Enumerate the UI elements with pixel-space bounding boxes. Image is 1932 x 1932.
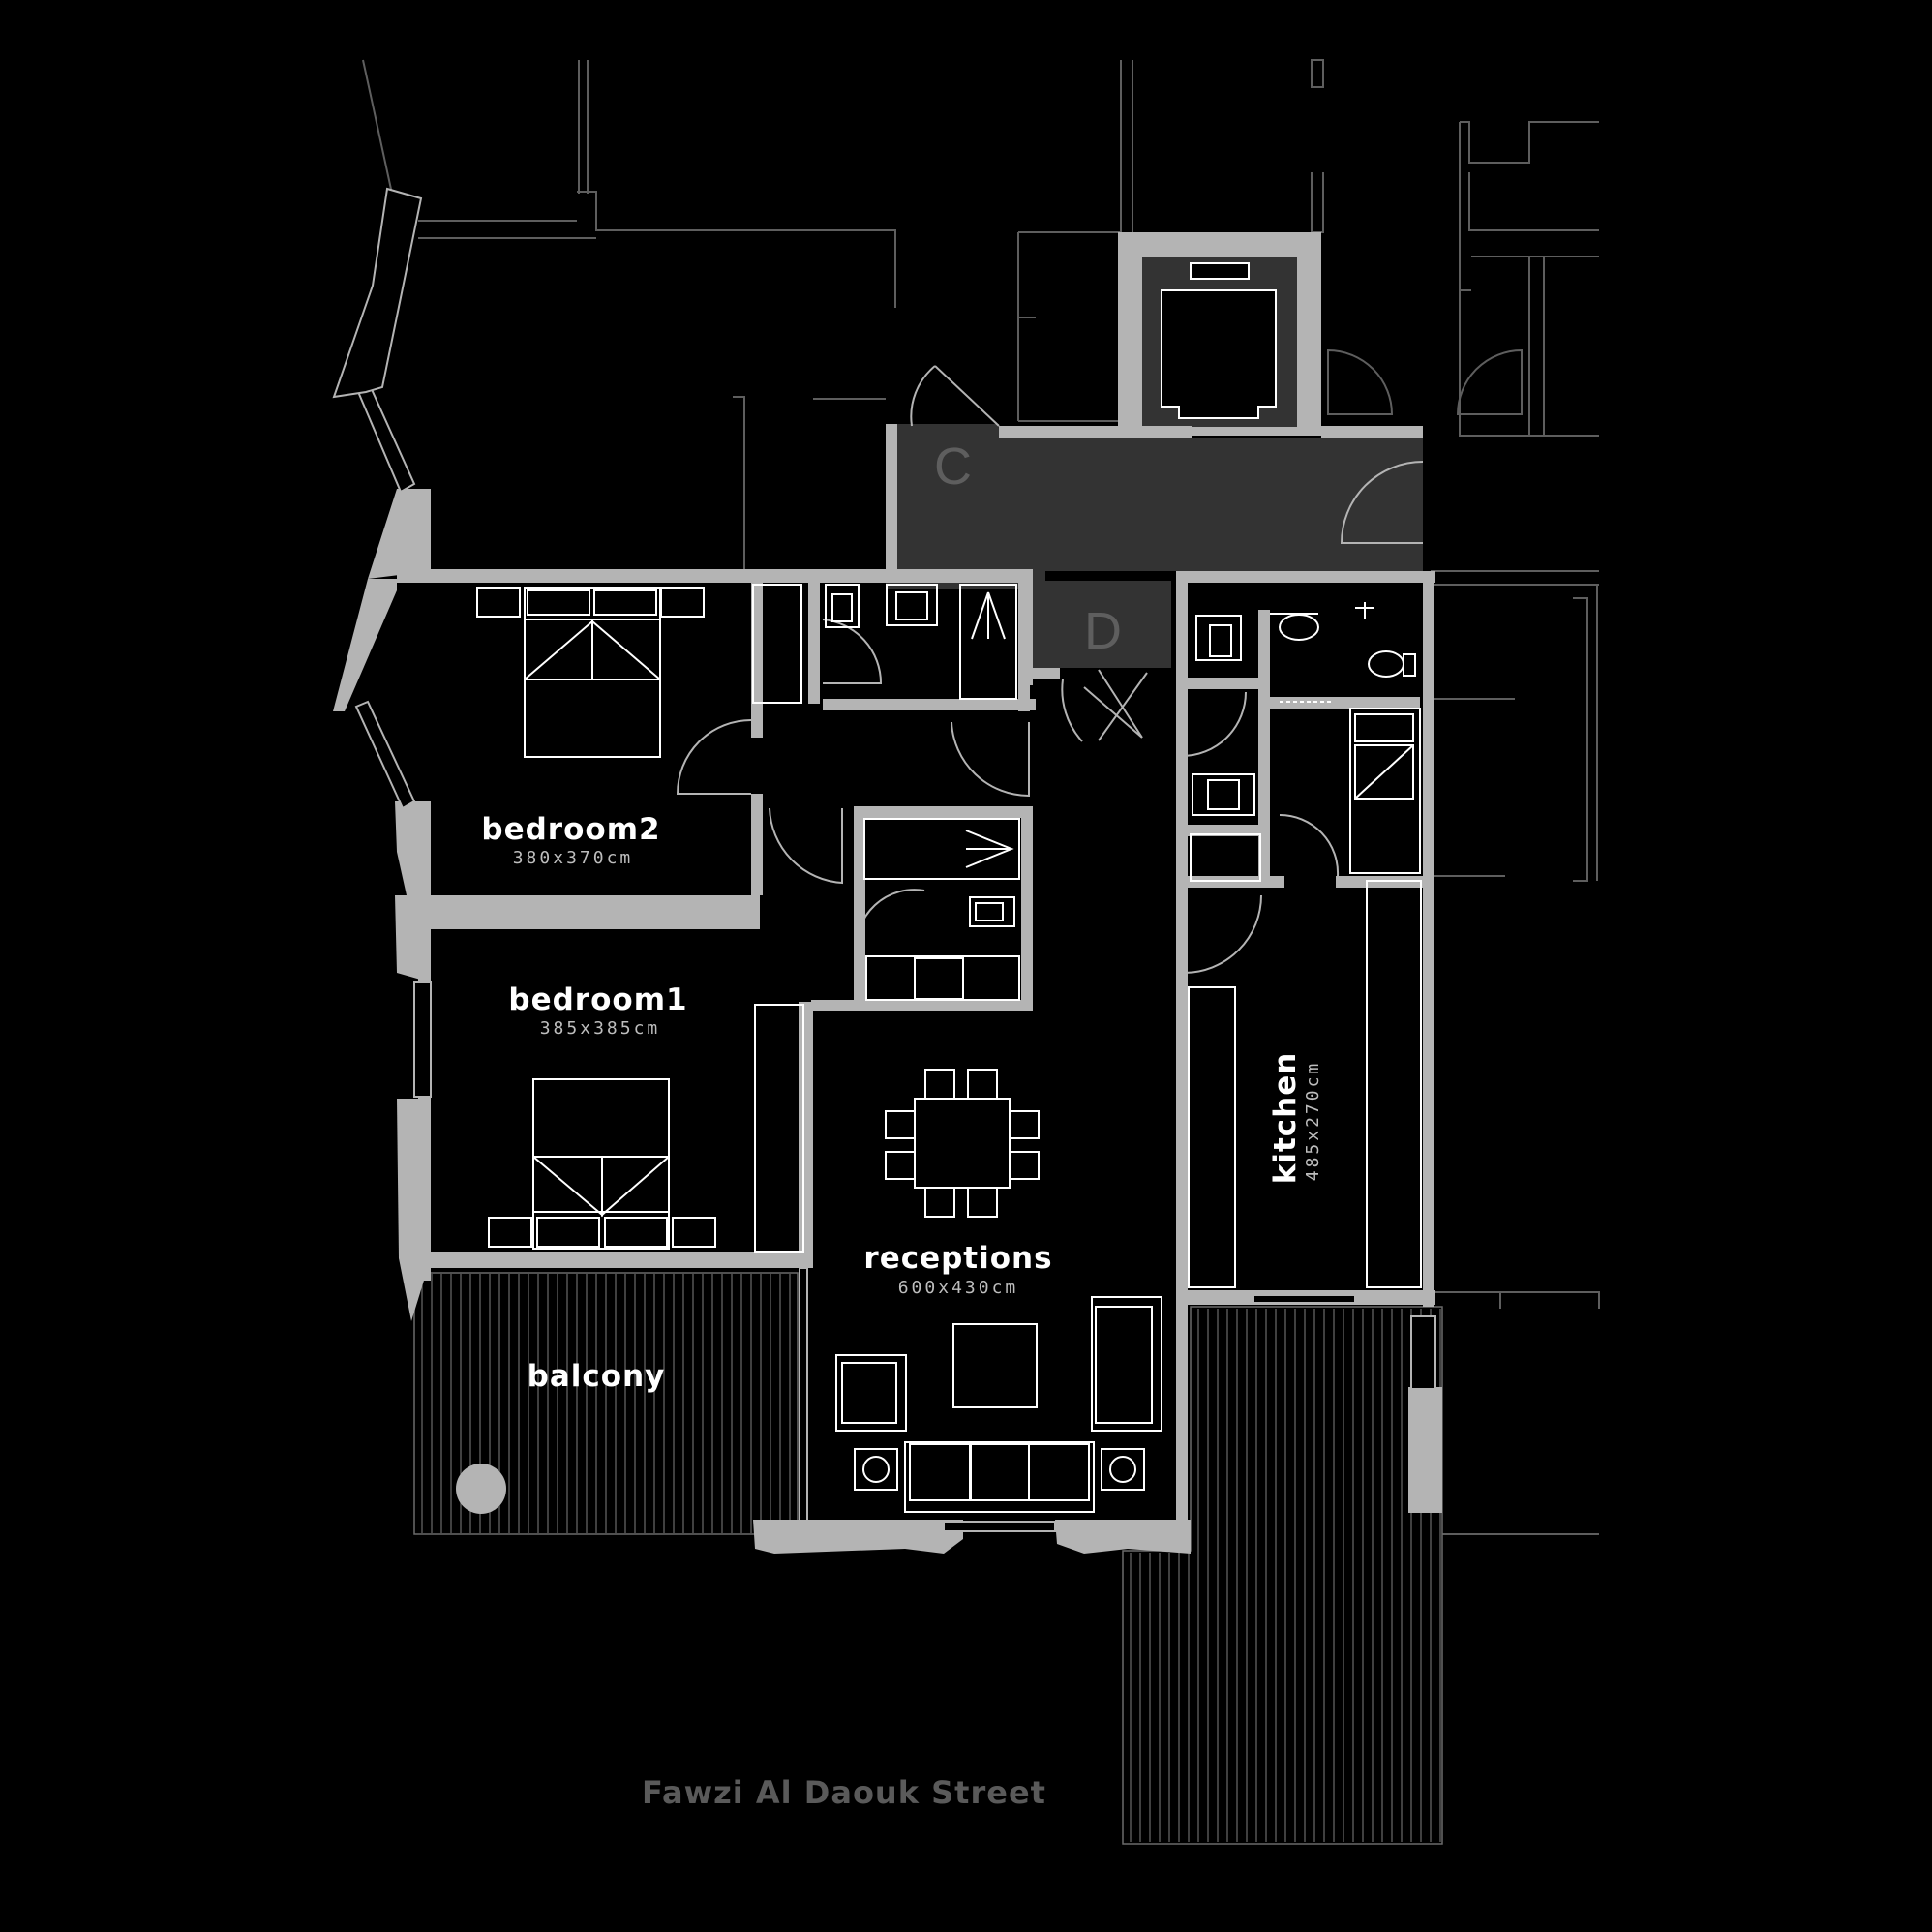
- lounge-set: [835, 1296, 1162, 1513]
- balcony-planter: [456, 1464, 506, 1514]
- street-label: Fawzi Al Daouk Street: [642, 1774, 1046, 1811]
- bedroom1-furniture: [488, 1004, 804, 1253]
- bedroom2-furniture: [476, 584, 802, 758]
- room-labels: bedroom2 380x370cm bedroom1 385x385cm re…: [481, 812, 1323, 1394]
- kitchen-name: kitchen: [1268, 1052, 1303, 1185]
- ensuite-fixtures: [825, 584, 1017, 700]
- core-label-d: D: [1084, 602, 1122, 660]
- left-balcony-deck: [413, 1272, 799, 1535]
- receptions-name: receptions: [863, 1241, 1052, 1276]
- bedroom1-name: bedroom1: [508, 982, 687, 1017]
- middle-bath-fixtures: [863, 818, 1020, 1001]
- receptions-size: 600x430cm: [898, 1278, 1019, 1298]
- building-core: C D: [886, 232, 1424, 742]
- core-label-c: C: [934, 438, 972, 496]
- bedroom2-size: 380x370cm: [513, 848, 634, 868]
- bedroom1-size: 385x385cm: [540, 1018, 661, 1039]
- balcony-name: balcony: [528, 1359, 666, 1394]
- kitchen-size: 485x270cm: [1303, 1061, 1323, 1182]
- windows: [332, 187, 1356, 1304]
- doors: [676, 619, 1340, 974]
- bedroom2-name: bedroom2: [481, 812, 660, 847]
- right-terrace-deck: [1122, 1306, 1443, 1845]
- dining-set: [885, 1069, 1040, 1218]
- kitchen-fixtures: [1188, 602, 1422, 1288]
